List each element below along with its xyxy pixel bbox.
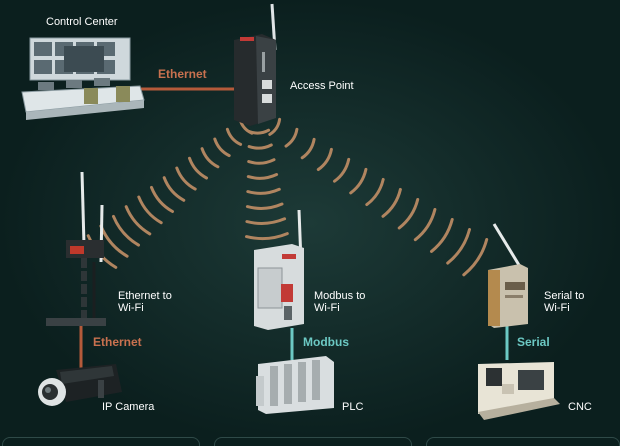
wifi-wave-arc-right <box>446 228 471 265</box>
wifi-wave-arc-left <box>137 195 163 225</box>
wifi-wave-arc-left <box>175 166 197 191</box>
modbus-link-label: Modbus <box>303 335 349 349</box>
wifi-wave-arc-left <box>112 214 140 247</box>
wifi-wave-arc-center <box>245 217 287 226</box>
control-center-illustration <box>21 37 145 120</box>
wifi-wave-arc-right <box>300 137 316 160</box>
access-point-label: Access Point <box>290 80 354 92</box>
modbus-to-wifi-label-line2: Wi-Fi <box>314 302 340 314</box>
wifi-wave-arc-left <box>225 127 243 146</box>
wifi-wave-arc-right <box>349 167 368 195</box>
control-center-label: Control Center <box>46 16 118 28</box>
serial-to-wifi-label-line1: Serial to <box>544 290 585 302</box>
wifi-wave-arc-right <box>284 127 299 148</box>
ethernet-to-wifi-label: Ethernet to Wi-Fi <box>118 290 172 314</box>
plc-label: PLC <box>342 401 364 413</box>
ip-camera-label: IP Camera <box>102 401 155 413</box>
wifi-wave-arc-center <box>246 173 279 180</box>
wifi-wave-arc-center <box>246 187 281 195</box>
cnc-illustration <box>478 362 560 420</box>
ip-camera-illustration <box>38 364 122 406</box>
wifi-wave-arc-left <box>213 137 231 158</box>
access-point-illustration <box>234 3 277 126</box>
ethernet-to-wifi-illustration <box>46 171 106 326</box>
wifi-wave-arc-center <box>245 202 284 210</box>
wifi-wave-arc-left <box>124 205 152 236</box>
ethernet-to-wifi-label-line1: Ethernet to <box>118 290 172 302</box>
wifi-wave-arc-right <box>430 218 454 253</box>
cnc-label: CNC <box>568 401 592 413</box>
serial-link-label: Serial <box>517 335 550 349</box>
panel-edge-center <box>214 437 412 446</box>
wifi-wave-arc-left <box>162 176 186 202</box>
wifi-wave-arc-right <box>413 208 437 242</box>
ethernet-link-label-top: Ethernet <box>158 67 207 81</box>
wifi-wave-arc-right <box>268 117 282 136</box>
wifi-wave-arc-center <box>247 158 276 165</box>
modbus-to-wifi-illustration <box>254 209 304 330</box>
wifi-wave-arc-right <box>333 157 351 183</box>
wifi-wave-arc-center <box>245 232 289 241</box>
wifi-wave-arc-right <box>365 177 385 207</box>
serial-to-wifi-label: Serial to Wi-Fi <box>544 290 584 314</box>
modbus-to-wifi-label-line1: Modbus to <box>314 290 366 302</box>
wifi-wave-arc-center <box>248 128 271 135</box>
wifi-wave-arc-right <box>462 238 489 277</box>
wifi-wave-arc-left <box>150 185 174 213</box>
wifi-wave-arc-right <box>381 187 402 218</box>
wifi-signal-waves <box>86 117 489 277</box>
serial-to-wifi-illustration <box>488 223 528 328</box>
wifi-wave-arc-right <box>316 147 333 171</box>
modbus-to-wifi-label: Modbus to Wi-Fi <box>314 290 365 314</box>
wifi-wave-arc-right <box>397 198 420 230</box>
panel-edge-left <box>2 437 200 446</box>
ethernet-to-wifi-label-line2: Wi-Fi <box>118 302 144 314</box>
wifi-wave-arc-left <box>200 147 220 169</box>
ethernet-link-label-left: Ethernet <box>93 335 142 349</box>
wifi-wave-arc-left <box>188 156 208 180</box>
panel-edge-right <box>426 437 620 446</box>
wifi-wave-arc-center <box>247 143 273 150</box>
plc-illustration <box>256 356 334 414</box>
serial-to-wifi-label-line2: Wi-Fi <box>544 302 570 314</box>
